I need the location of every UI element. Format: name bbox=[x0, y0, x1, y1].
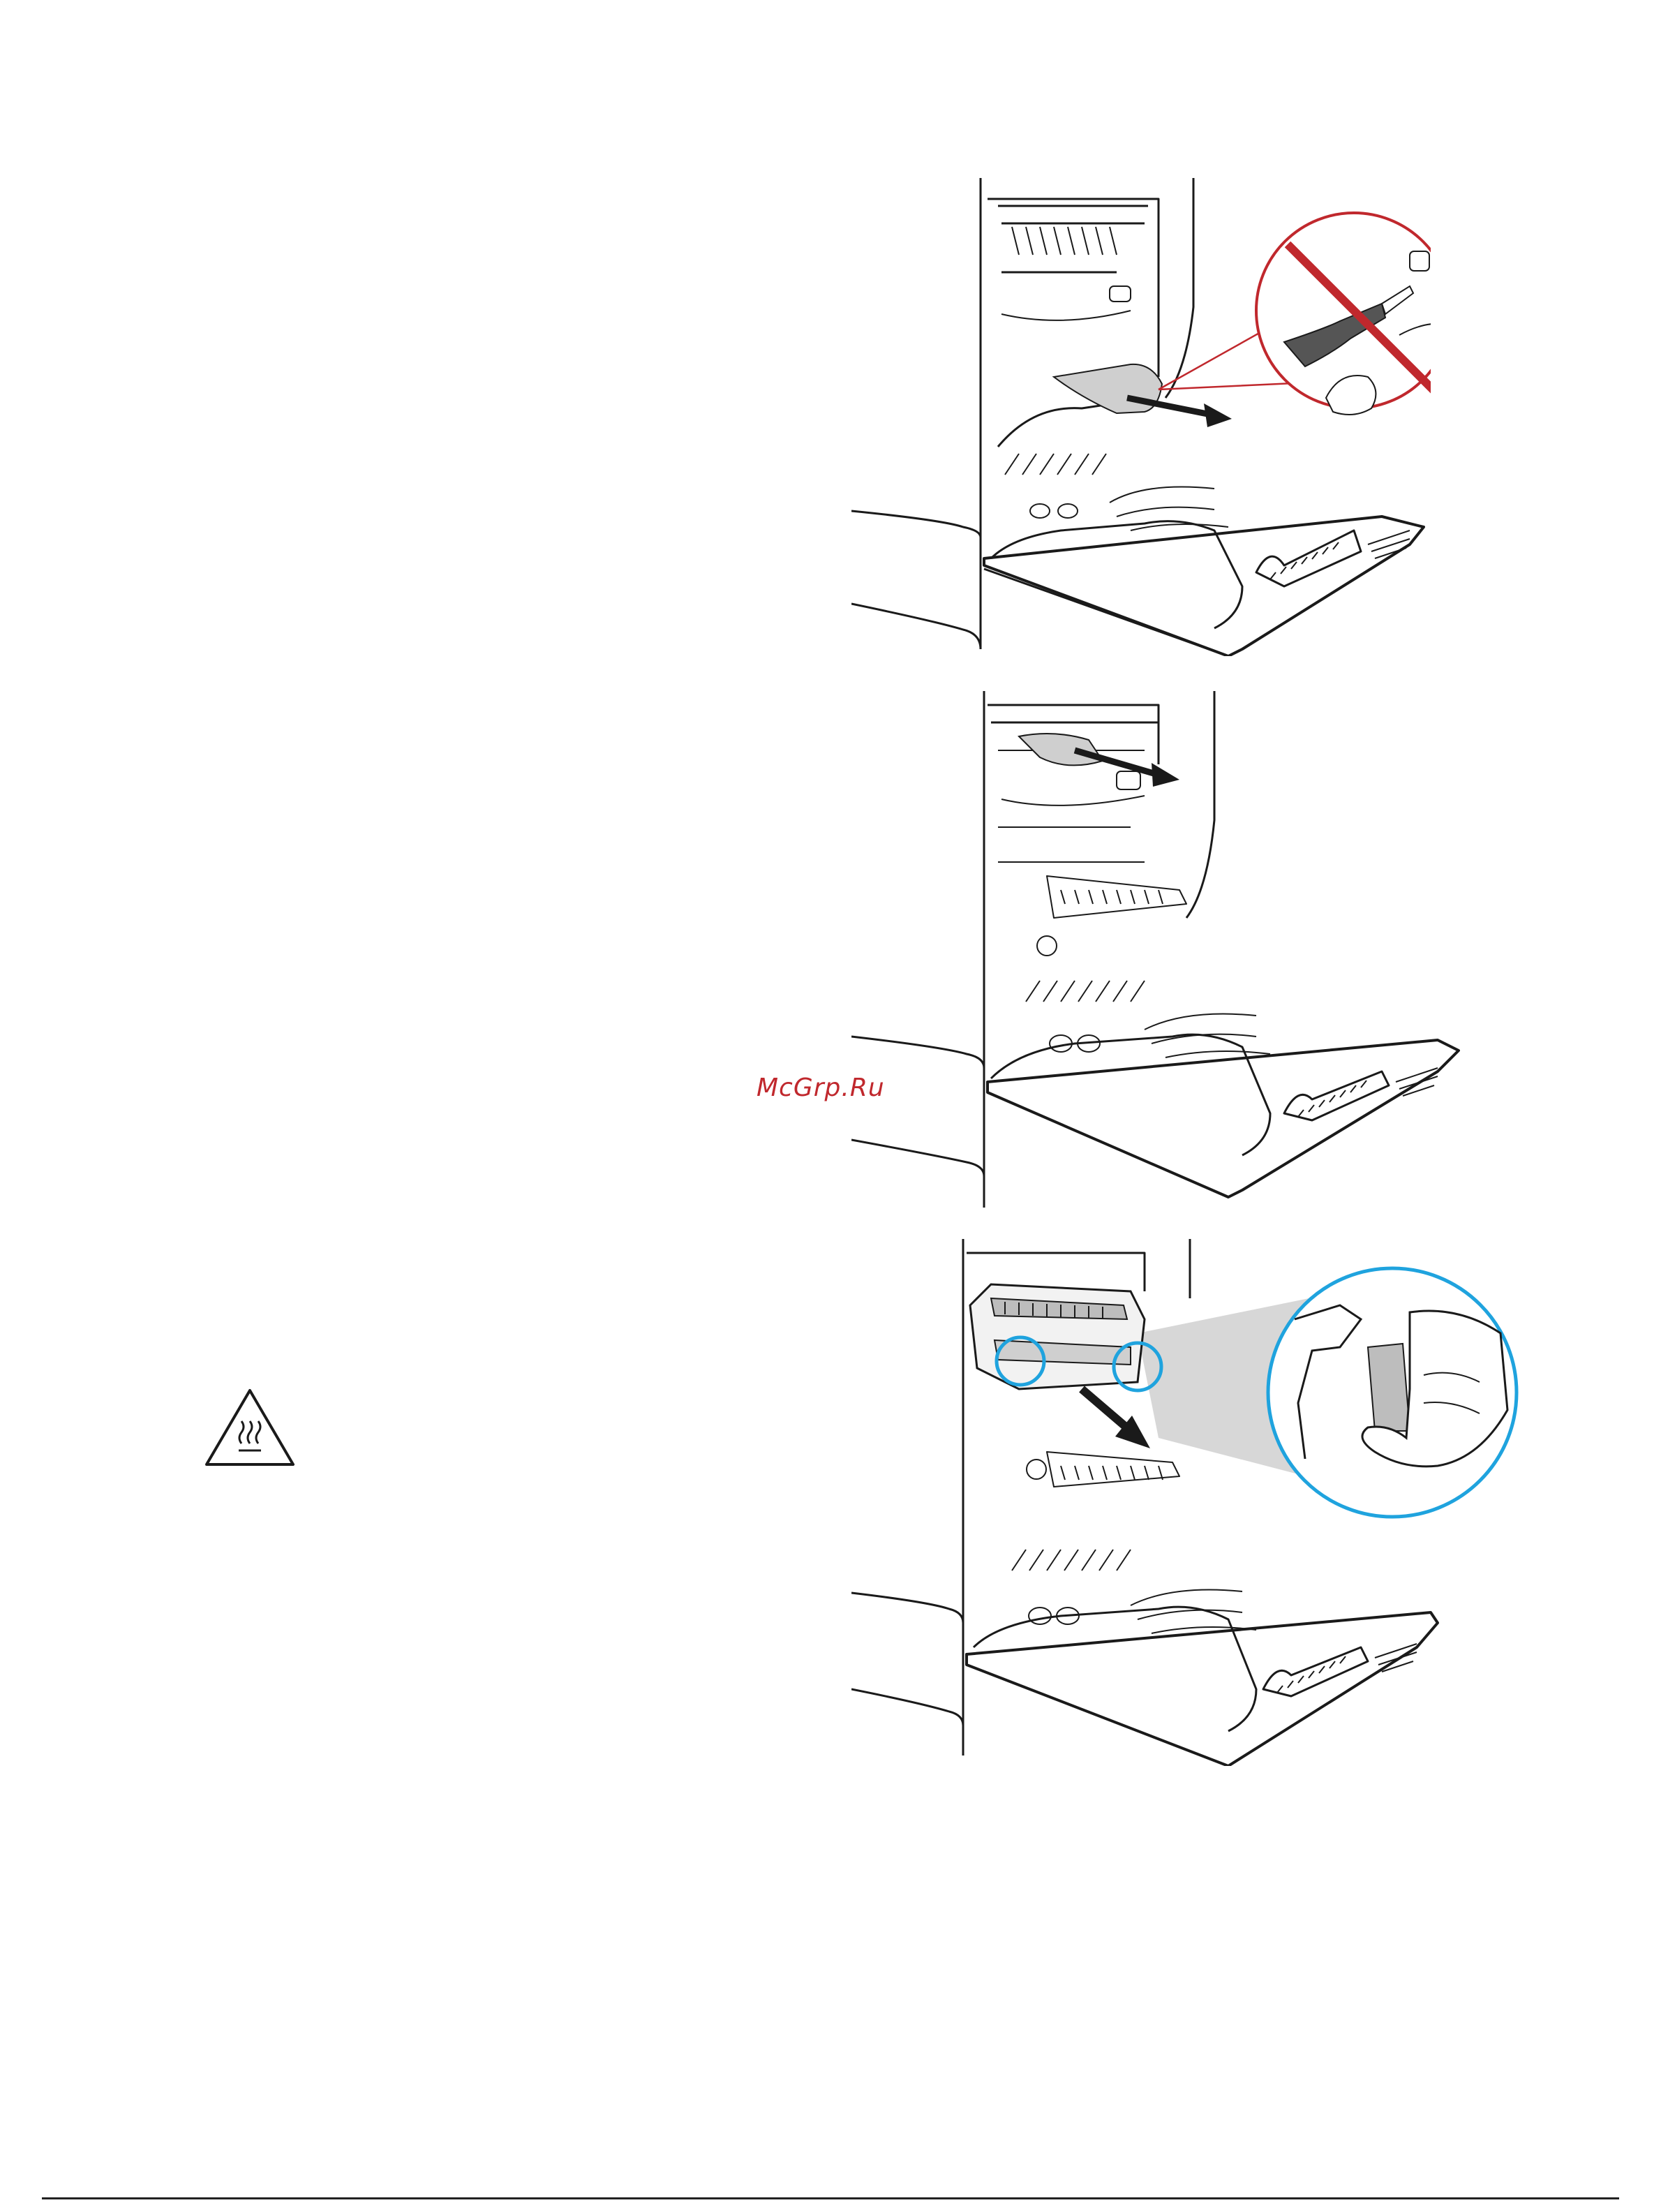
footer-rule bbox=[42, 2197, 1619, 2199]
handle-magnifier-icon bbox=[1268, 1268, 1517, 1517]
fuser-unit-icon bbox=[970, 1284, 1145, 1389]
illustration-remove-fuser bbox=[851, 1229, 1535, 1766]
pull-arrow-icon bbox=[1075, 750, 1179, 787]
pull-arrow-icon bbox=[1082, 1389, 1150, 1448]
hot-surface-icon bbox=[204, 1388, 296, 1467]
jammed-paper-sheet bbox=[1019, 734, 1103, 765]
illustration-remove-jam-upper-area bbox=[851, 681, 1466, 1211]
watermark-text: McGrp.Ru bbox=[757, 1074, 885, 1102]
illustration-remove-jam-fuser-area bbox=[851, 168, 1431, 656]
jammed-paper-sheet bbox=[1054, 364, 1162, 413]
